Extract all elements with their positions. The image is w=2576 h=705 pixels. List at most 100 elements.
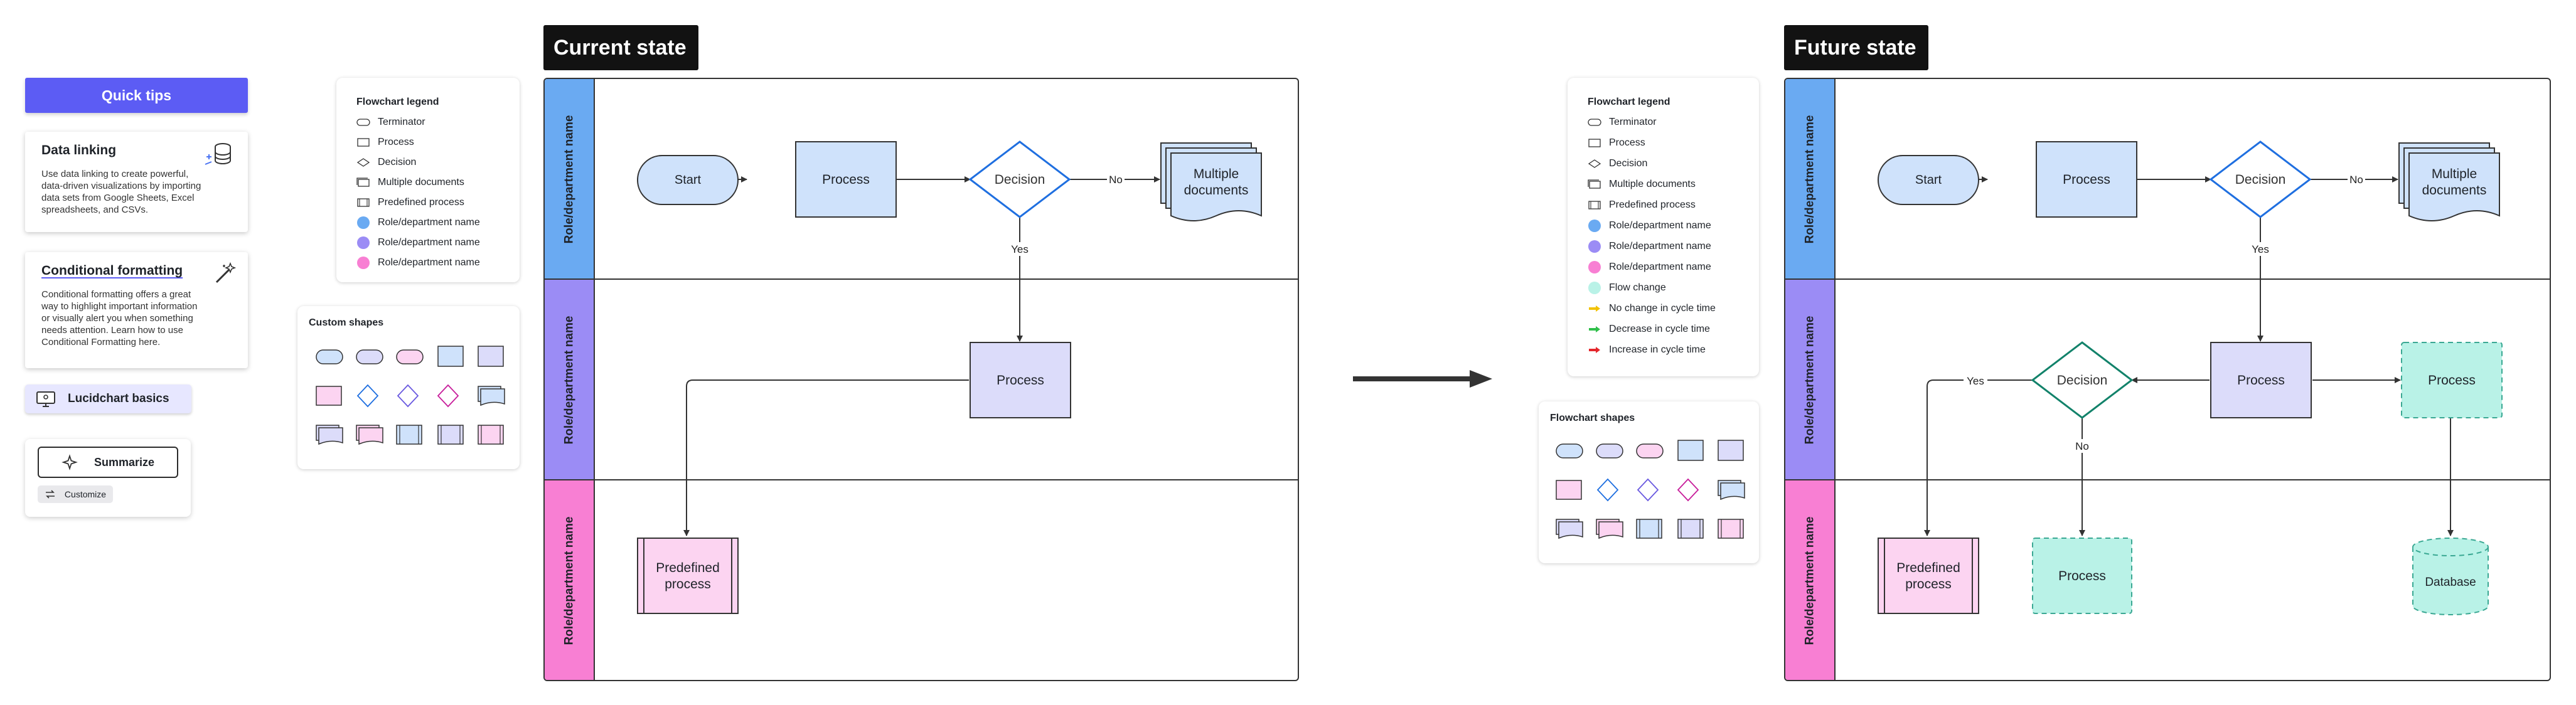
pink-circle-icon xyxy=(1588,261,1601,273)
multiple-documents-label-1: Multiple xyxy=(1194,167,1239,181)
process-node-2: Process xyxy=(2210,342,2312,418)
current-lane-3-header: Role/department name xyxy=(545,480,595,680)
shape-predefined-lavender xyxy=(1677,519,1704,539)
current-state-title: Current state xyxy=(543,25,698,70)
flowchart-shapes-title: Flowchart shapes xyxy=(1550,413,1635,423)
terminator-icon xyxy=(356,119,370,126)
decision-label: Decision xyxy=(2057,373,2108,388)
shape-decision-purple xyxy=(1637,478,1659,502)
predefined-process-node: Predefined process xyxy=(1878,538,1979,614)
shape-predefined-blue xyxy=(396,425,422,445)
legend-label: Role/department name xyxy=(378,237,480,248)
shape-terminator-pink xyxy=(396,349,424,364)
current-legend-panel: Flowchart legend Terminator Process Deci… xyxy=(336,78,520,282)
process-node-2: Process xyxy=(970,342,1071,418)
magic-wand-icon xyxy=(215,262,237,284)
multiple-documents-icon xyxy=(356,178,370,187)
quick-tips-header[interactable]: Quick tips xyxy=(25,78,248,113)
lane-divider xyxy=(1785,278,2550,280)
decision-icon xyxy=(356,158,370,167)
red-arrow-icon xyxy=(1589,347,1600,353)
legend-label: Multiple documents xyxy=(1609,179,1696,189)
shape-decision-blue xyxy=(356,384,379,408)
edge-label-no: No xyxy=(1109,174,1123,186)
edge-label-yes: Yes xyxy=(1011,243,1029,255)
start-label: Start xyxy=(1915,173,1942,187)
legend-label: Flow change xyxy=(1609,282,1666,293)
shape-predefined-pink xyxy=(1718,519,1744,539)
future-lane-1-header: Role/department name xyxy=(1785,79,1836,280)
shape-decision-pink xyxy=(437,384,459,408)
legend-item-role-pink: Role/department name xyxy=(1588,260,1711,274)
process-node-4-flow-change: Process xyxy=(2032,538,2132,614)
conditional-formatting-title: Conditional formatting xyxy=(41,263,183,278)
purple-circle-icon xyxy=(1588,240,1601,253)
legend-item-predefined-process: Predefined process xyxy=(356,196,464,209)
green-arrow-icon xyxy=(1589,326,1600,332)
legend-label: No change in cycle time xyxy=(1609,303,1716,314)
lane-divider xyxy=(1785,479,2550,480)
shape-predefined-lavender xyxy=(437,425,464,445)
shape-multidoc-pink xyxy=(356,425,383,445)
legend-label: Process xyxy=(1609,137,1645,148)
decision-node-1: Decision xyxy=(2209,140,2312,218)
shape-multidoc-blue xyxy=(1718,480,1745,501)
edge-label-no: No xyxy=(2075,440,2089,452)
legend-label: Role/department name xyxy=(378,217,480,228)
process-node-3-flow-change: Process xyxy=(2401,342,2503,418)
shape-terminator-lavender xyxy=(356,349,383,364)
legend-item-role-purple: Role/department name xyxy=(1588,240,1711,253)
shape-decision-purple xyxy=(397,384,419,408)
future-state-title: Future state xyxy=(1784,25,1928,70)
data-linking-card[interactable]: Data linking Use data linking to create … xyxy=(25,132,248,232)
current-lane-1-header: Role/department name xyxy=(545,79,595,280)
current-state-label: Current state xyxy=(553,35,687,60)
multiple-documents-icon xyxy=(1588,179,1601,189)
flowchart-shapes-grid xyxy=(1556,440,1745,539)
legend-item-role-pink: Role/department name xyxy=(356,256,480,270)
predefined-process-node: Predefined process xyxy=(637,538,739,614)
predefined-process-icon xyxy=(357,198,370,207)
terminator-icon xyxy=(1588,119,1601,126)
customize-label: Customize xyxy=(64,489,107,499)
predefined-label-2: process xyxy=(1905,577,1952,591)
sparkle-icon xyxy=(61,454,78,470)
lucidchart-basics-label: Lucidchart basics xyxy=(68,392,169,405)
process-node-1: Process xyxy=(795,141,897,218)
future-state-diagram: Role/department name Role/department nam… xyxy=(1784,78,2551,681)
decision-label: Decision xyxy=(2235,172,2286,187)
multiple-documents-label-1: Multiple xyxy=(2432,167,2477,181)
legend-title: Flowchart legend xyxy=(1588,97,1670,107)
legend-item-increase: Increase in cycle time xyxy=(1588,343,1706,357)
shape-terminator-blue xyxy=(316,349,343,364)
customize-button[interactable]: Customize xyxy=(38,485,113,503)
future-legend-panel: Flowchart legend Terminator Process Deci… xyxy=(1568,78,1759,376)
multiple-documents-label-2: documents xyxy=(2422,183,2487,198)
legend-item-flow-change: Flow change xyxy=(1588,281,1666,295)
legend-label: Multiple documents xyxy=(378,177,464,188)
legend-label: Role/department name xyxy=(378,257,480,268)
conditional-formatting-card[interactable]: Conditional formatting Conditional forma… xyxy=(25,252,248,368)
data-linking-body: Use data linking to create powerful, dat… xyxy=(41,169,201,215)
shape-terminator-lavender xyxy=(1596,443,1623,459)
multiple-documents-node: Multiple documents xyxy=(2398,142,2500,221)
process-icon xyxy=(357,138,370,147)
legend-label: Decision xyxy=(378,157,417,167)
shape-terminator-pink xyxy=(1636,443,1664,459)
legend-label: Decrease in cycle time xyxy=(1609,324,1710,334)
predefined-label-2: process xyxy=(665,577,711,591)
future-state-label: Future state xyxy=(1794,35,1916,60)
decision-icon xyxy=(1588,159,1601,168)
decision-label: Decision xyxy=(995,172,1045,187)
predefined-label-1: Predefined xyxy=(1896,561,1960,575)
shape-predefined-pink xyxy=(478,425,504,445)
legend-item-terminator: Terminator xyxy=(1588,115,1657,129)
start-label: Start xyxy=(675,173,702,187)
swap-arrows-icon xyxy=(45,490,55,499)
lucidchart-basics-button[interactable]: Lucidchart basics xyxy=(25,384,191,413)
legend-item-terminator: Terminator xyxy=(356,115,425,129)
summarize-button[interactable]: Summarize xyxy=(38,447,178,478)
predefined-process-icon xyxy=(1588,201,1601,209)
teal-circle-icon xyxy=(1588,282,1601,294)
legend-title: Flowchart legend xyxy=(356,97,439,107)
